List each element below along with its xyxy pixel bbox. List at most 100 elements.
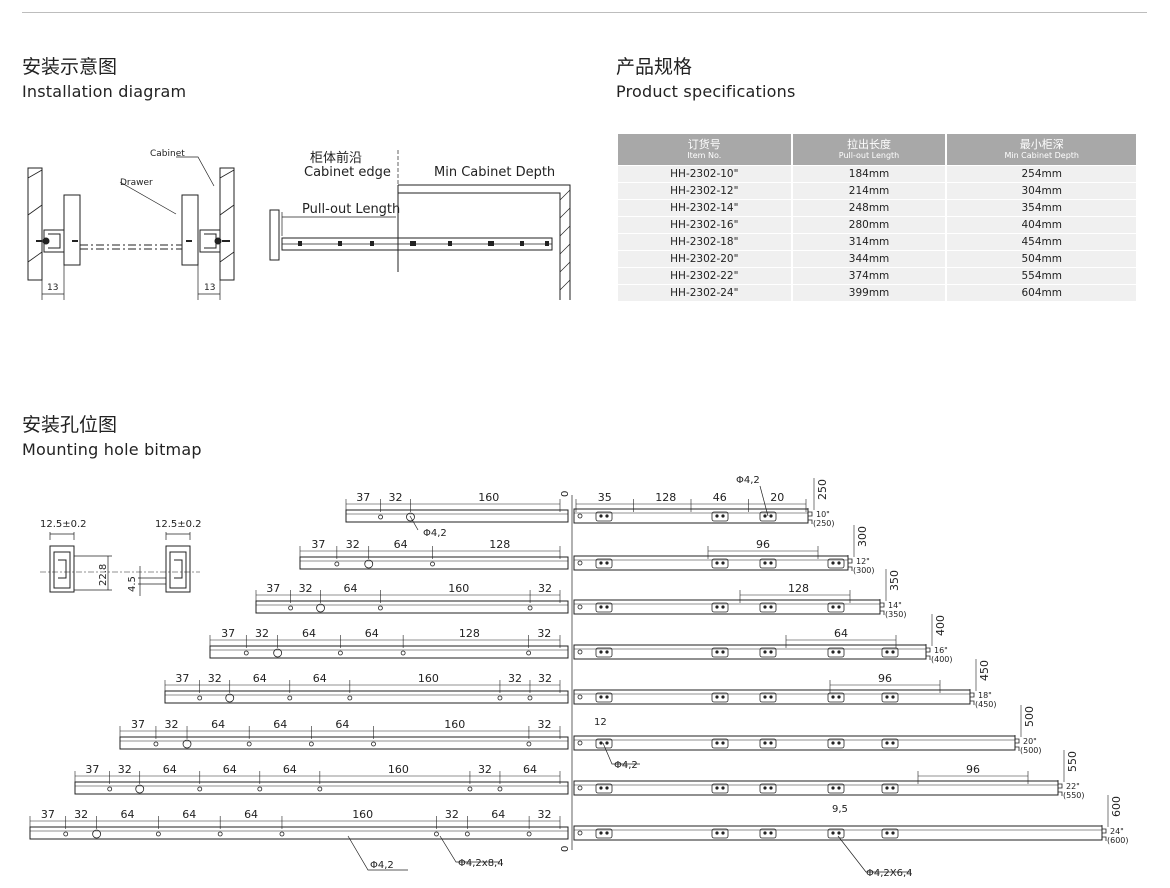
mounting-hole xyxy=(464,831,470,837)
dimension-label: 37 xyxy=(311,538,325,551)
mounting-hole xyxy=(347,695,353,701)
overall-length: 350 xyxy=(888,570,901,591)
callout-r6-hole: Φ4,2 xyxy=(614,760,638,771)
dimension-label: 96 xyxy=(878,672,892,685)
dimension-label: 64 xyxy=(834,627,848,640)
mounting-slot xyxy=(881,692,899,703)
mounting-slot xyxy=(711,511,729,522)
size-sub-label: (600) xyxy=(1107,836,1129,845)
size-label: 16" xyxy=(934,646,948,655)
mounting-hole xyxy=(279,831,285,837)
mounting-hole xyxy=(243,650,249,656)
dimension-label: 160 xyxy=(418,672,439,685)
callout-hole-r1-left: Φ4,2 xyxy=(423,528,447,539)
mounting-hole xyxy=(371,741,376,747)
drawer-rail xyxy=(29,826,569,840)
pullout-length-label: Pull-out Length xyxy=(302,202,400,217)
dimension-label: 32 xyxy=(299,582,313,595)
profile-right xyxy=(165,545,191,593)
dim-13-left: 13 xyxy=(47,283,58,293)
dimension-label: 32 xyxy=(208,672,222,685)
mounting-slot xyxy=(595,647,613,658)
drawer-rail xyxy=(255,600,569,614)
mounting-slot xyxy=(759,692,777,703)
cabinet-outline xyxy=(398,184,571,300)
mounting-hole xyxy=(334,561,340,567)
mounting-slot xyxy=(827,828,845,839)
overall-length: 500 xyxy=(1023,706,1036,727)
mounting-hole xyxy=(526,831,532,837)
dimension-label: 32 xyxy=(537,627,551,640)
mounting-slot xyxy=(827,602,845,613)
mounting-hole xyxy=(526,650,532,656)
dimension-label: 20 xyxy=(770,491,784,504)
min-cabinet-depth-label: Min Cabinet Depth xyxy=(434,165,555,180)
size-sub-label: (500) xyxy=(1020,746,1042,755)
mounting-hole xyxy=(467,786,473,792)
mounting-slot xyxy=(759,738,777,749)
mounting-hole xyxy=(288,605,294,611)
dimension-label: 128 xyxy=(788,582,809,595)
mounting-hole xyxy=(217,831,223,837)
dimension-label: 32 xyxy=(508,672,522,685)
mounting-slot xyxy=(827,692,845,703)
dimension-label: 37 xyxy=(85,763,99,776)
dimension-label: 64 xyxy=(523,763,537,776)
side-view-holes xyxy=(298,241,549,246)
dimension-label: 64 xyxy=(244,808,258,821)
mounting-slot xyxy=(881,828,899,839)
callout-bottom-slot-right: Φ4,2X6,4 xyxy=(866,868,913,879)
overall-length: 450 xyxy=(978,660,991,681)
mounting-hole xyxy=(497,695,503,701)
drawer-label: Drawer xyxy=(120,178,153,188)
mounting-hole xyxy=(434,831,439,837)
mounting-hole xyxy=(527,695,533,701)
dimension-label: 64 xyxy=(491,808,505,821)
dimension-label: 64 xyxy=(283,763,297,776)
dimension-label: 32 xyxy=(389,491,403,504)
dimension-label: 32 xyxy=(164,718,178,731)
dimension-label: 64 xyxy=(273,718,287,731)
size-sub-label: (300) xyxy=(853,566,875,575)
profile-width-left: 12.5±0.2 xyxy=(40,519,87,530)
mounting-slot xyxy=(711,602,729,613)
mounting-slot xyxy=(595,558,613,569)
dimension-label: 32 xyxy=(74,808,88,821)
overall-length: 550 xyxy=(1066,751,1079,772)
callout-r8-dim: 9,5 xyxy=(832,804,848,815)
dimension-label: 64 xyxy=(211,718,225,731)
mounting-slot xyxy=(759,647,777,658)
mounting-hole xyxy=(225,693,235,703)
mounting-hole xyxy=(63,831,69,837)
dimension-label: 160 xyxy=(352,808,373,821)
size-label: 22" xyxy=(1066,782,1080,791)
size-label: 20" xyxy=(1023,737,1037,746)
mounting-slot xyxy=(759,558,777,569)
mounting-hole xyxy=(400,650,406,656)
size-sub-label: (250) xyxy=(813,519,835,528)
size-label: 24" xyxy=(1110,827,1124,836)
mounting-slot xyxy=(759,828,777,839)
mounting-slot xyxy=(827,738,845,749)
callout-hole-r1-right: Φ4,2 xyxy=(736,475,760,486)
mounting-slot xyxy=(881,647,899,658)
front-section-view xyxy=(27,156,235,300)
mounting-hole xyxy=(107,786,113,792)
mounting-slot xyxy=(711,692,729,703)
mounting-slot xyxy=(827,647,845,658)
mounting-hole xyxy=(527,605,533,611)
mounting-hole xyxy=(197,695,203,701)
mounting-hole xyxy=(378,605,383,611)
drawer-rail xyxy=(299,556,569,570)
overall-length: 300 xyxy=(856,526,869,547)
mounting-slot xyxy=(759,602,777,613)
